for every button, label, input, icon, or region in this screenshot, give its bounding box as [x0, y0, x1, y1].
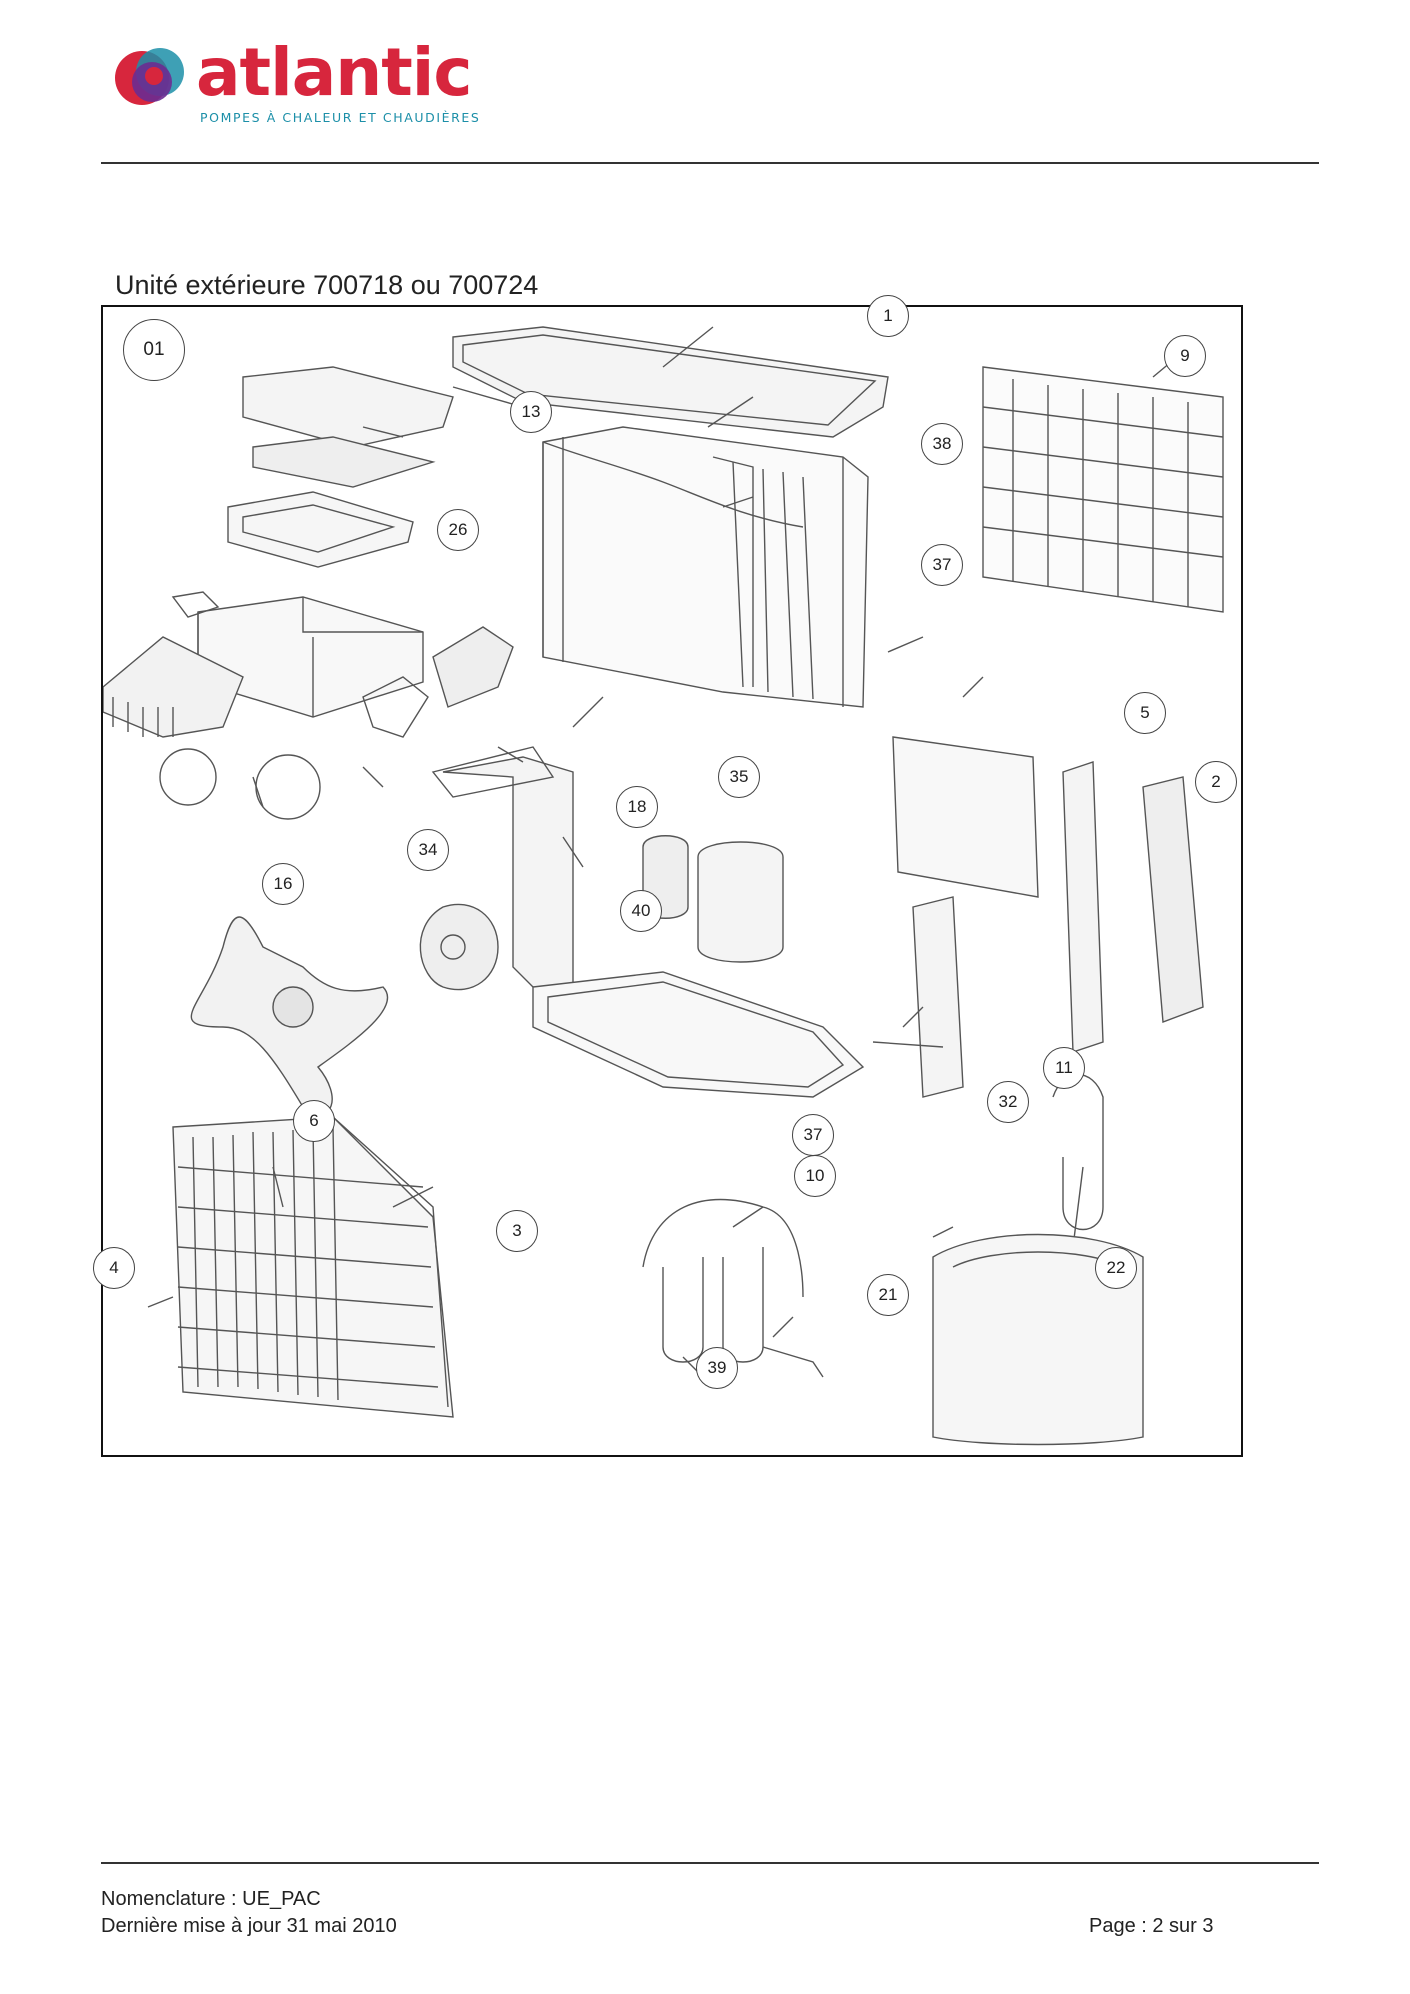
- exploded-parts-drawing: [103, 326, 1224, 1446]
- part-valve-piping: [1052, 1073, 1104, 1248]
- callout-6: 6: [293, 1100, 335, 1142]
- callout-38: 38: [921, 423, 963, 465]
- part-compressor-jacket: [932, 1233, 1144, 1446]
- callout-16: 16: [262, 863, 304, 905]
- exploded-diagram-frame: 01 1 9 13 38 26 37 5 2 35 18 34 16 40 11…: [93, 295, 1243, 1457]
- callout-37: 37: [921, 544, 963, 586]
- brand-tagline: POMPES À CHALEUR ET CHAUDIÈRES: [200, 110, 481, 125]
- callout-9: 9: [1164, 335, 1206, 377]
- part-condenser-coil: [542, 426, 869, 708]
- brand-name: atlantic: [196, 34, 473, 111]
- footer-divider: [101, 1862, 1319, 1864]
- callout-39: 39: [696, 1347, 738, 1389]
- callout-22: 22: [1095, 1247, 1137, 1289]
- callout-3: 3: [496, 1210, 538, 1252]
- part-rear-grille: [982, 366, 1224, 613]
- part-electrical-box-cover: [242, 366, 454, 448]
- atlantic-logo-icon: [115, 48, 184, 105]
- part-base-tray: [532, 971, 865, 1098]
- part-refrigerant-piping: [642, 1198, 804, 1363]
- callout-11: 11: [1043, 1047, 1085, 1089]
- callout-18: 18: [616, 786, 658, 828]
- callout-32: 32: [987, 1081, 1029, 1123]
- callout-5: 5: [1124, 692, 1166, 734]
- callout-35: 35: [718, 756, 760, 798]
- callout-13: 13: [510, 391, 552, 433]
- footer-page-number: Page : 2 sur 3: [1089, 1915, 1214, 1937]
- callout-40: 40: [620, 890, 662, 932]
- callout-2: 2: [1195, 761, 1237, 803]
- callout-1: 1: [867, 295, 909, 337]
- part-side-panel: [892, 736, 1039, 898]
- callout-26: 26: [437, 509, 479, 551]
- part-compressor-body: [697, 841, 784, 963]
- footer-last-update: Dernière mise à jour 31 mai 2010: [101, 1915, 397, 1937]
- callout-10: 10: [794, 1155, 836, 1197]
- part-top-cover: [452, 326, 889, 438]
- callout-34: 34: [407, 829, 449, 871]
- footer-nomenclature: Nomenclature : UE_PAC: [101, 1888, 321, 1910]
- page-header: atlantic POMPES À CHALEUR ET CHAUDIÈRES: [0, 0, 1410, 170]
- callout-4: 4: [93, 1247, 135, 1289]
- figure-id-badge: 01: [123, 319, 185, 381]
- header-divider: [101, 162, 1319, 164]
- section-title: Unité extérieure 700718 ou 700724: [115, 270, 539, 300]
- callout-37b: 37: [792, 1114, 834, 1156]
- part-fan-motor: [419, 903, 499, 991]
- callout-21: 21: [867, 1274, 909, 1316]
